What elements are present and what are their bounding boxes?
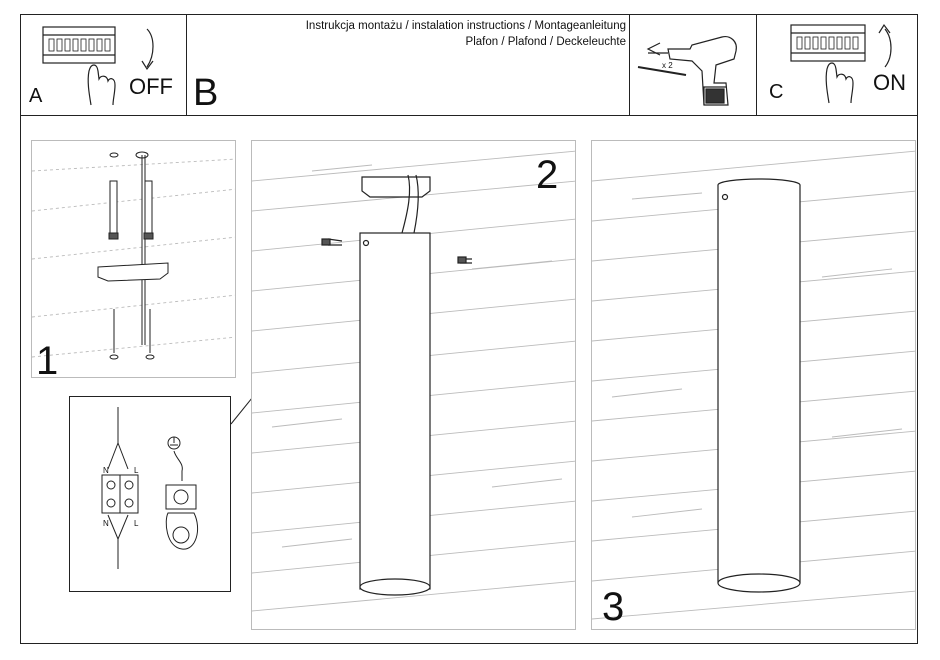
terminal-block-diagram (101, 407, 198, 569)
breaker-on-icon (790, 23, 892, 104)
page-frame (20, 14, 918, 644)
panel-3: 3 (591, 140, 916, 630)
title-line-2: Plafon / Plafond / Deckeleuchte (465, 36, 626, 48)
wire-label-bottom-left: N (103, 519, 109, 528)
header-divider (20, 115, 918, 116)
step-a-action: OFF (129, 74, 173, 99)
wire-label-bottom-right: L (134, 519, 139, 528)
drill-box: x 2 (629, 14, 757, 116)
mounted-lamp-illustration (592, 150, 915, 620)
drill-icon (637, 36, 737, 106)
step-c-letter: C (769, 81, 784, 103)
mounting-hardware-illustration (32, 151, 235, 360)
panel-3-number: 3 (602, 585, 625, 629)
wiring-detail-box: N L N L (69, 396, 231, 592)
panel-1-number: 1 (36, 339, 59, 378)
step-a-letter: A (29, 85, 43, 107)
step-c-action: ON (873, 70, 906, 95)
lamp-mounting-illustration (252, 150, 575, 612)
step-c-box: C ON (756, 14, 918, 116)
panel-1: 1 (31, 140, 236, 378)
step-a-box: A OFF (20, 14, 187, 116)
wire-label-top-left: N (103, 466, 109, 475)
title-line-1: Instrukcja montażu / instalation instruc… (305, 20, 626, 32)
panel-2: 2 (251, 140, 576, 630)
anchor-quantity: x 2 (662, 61, 673, 70)
panel-2-number: 2 (536, 153, 559, 197)
step-b-letter: B (193, 72, 219, 114)
title-block: Instrukcja montażu / instalation instruc… (306, 18, 626, 50)
breaker-off-icon (42, 26, 154, 106)
wire-label-top-right: L (134, 466, 139, 475)
